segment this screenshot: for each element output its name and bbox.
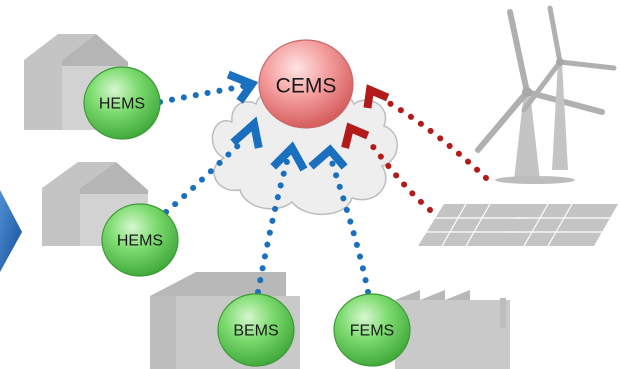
bems-label: BEMS <box>233 323 278 340</box>
generation-links <box>363 97 489 213</box>
consumer-links <box>157 83 371 295</box>
fems-label: FEMS <box>350 323 394 340</box>
chevron-icon <box>363 84 390 109</box>
bems-node[interactable]: BEMS <box>217 293 295 367</box>
link-fems <box>327 153 371 295</box>
cems-node[interactable]: CEMS <box>258 39 354 129</box>
hems-node[interactable]: HEMS <box>83 66 161 140</box>
solar-panel-icon <box>418 203 618 247</box>
generation-arrowheads <box>341 84 390 149</box>
fems-node[interactable]: FEMS <box>333 293 411 367</box>
link-bems <box>255 155 291 295</box>
hems-node[interactable]: HEMS <box>101 203 179 277</box>
link-hems-2 <box>163 137 247 215</box>
chevron-icon <box>341 122 370 149</box>
chevron-icon <box>308 144 348 170</box>
chevron-icon <box>270 141 308 172</box>
cems-label: CEMS <box>276 75 337 98</box>
link-hems-1 <box>157 83 247 105</box>
link-wind <box>381 97 489 181</box>
chevron-icon <box>226 70 259 104</box>
hems-label: HEMS <box>117 233 163 250</box>
link-solar <box>363 135 433 213</box>
chevron-icon <box>230 116 263 149</box>
house-icon <box>42 162 148 246</box>
side-arrow-icon <box>0 190 22 272</box>
consumer-arrowheads <box>226 70 348 172</box>
factory-icon <box>395 290 510 369</box>
hems-label: HEMS <box>99 96 145 113</box>
wind-turbine-icon <box>475 5 617 184</box>
